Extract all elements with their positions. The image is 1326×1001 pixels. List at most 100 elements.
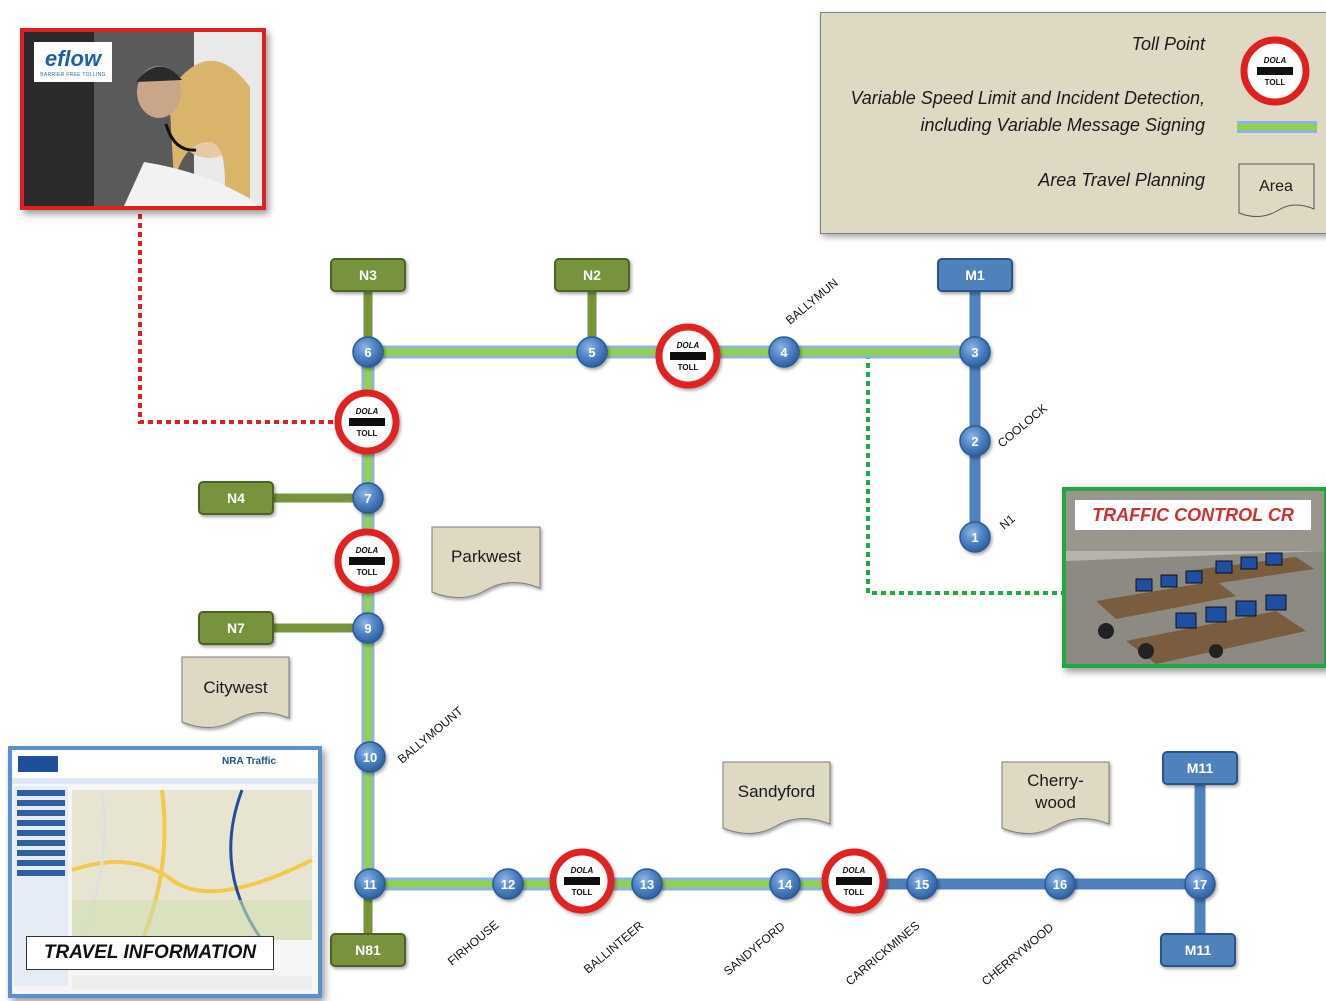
toll-bottom-text: TOLL bbox=[357, 568, 378, 577]
road-shield-n81: N81 bbox=[330, 933, 406, 967]
eflow-call-centre-photo: eflow BARRIER FREE TOLLING bbox=[20, 28, 266, 210]
junction-16: 16 bbox=[1044, 868, 1076, 900]
traffic-control-title: TRAFFIC CONTROL CR bbox=[1074, 499, 1312, 531]
junction-number: 2 bbox=[971, 434, 978, 449]
road-shield-label: M11 bbox=[1185, 942, 1212, 958]
junction-4: 4 bbox=[768, 336, 800, 368]
area-parkwest-label: Parkwest bbox=[451, 547, 521, 566]
place-label-cherrywood: CHERRYWOOD bbox=[979, 920, 1057, 988]
toll-top-text: DOLA bbox=[571, 866, 594, 875]
junction-number: 15 bbox=[915, 877, 929, 892]
toll-bottom-text: TOLL bbox=[678, 363, 699, 372]
junction-number: 3 bbox=[971, 345, 978, 360]
toll-top-text: DOLA bbox=[356, 546, 379, 555]
legend-vsl-label-line1: Variable Speed Limit and Incident Detect… bbox=[850, 88, 1205, 108]
legend-panel: Toll Point Variable Speed Limit and Inci… bbox=[820, 12, 1326, 234]
toll-point-icon: DOLA TOLL bbox=[549, 848, 615, 914]
toll-top-text: DOLA bbox=[356, 407, 379, 416]
place-label-sandyford: SANDYFORD bbox=[721, 919, 788, 978]
junction-2: 2 bbox=[959, 425, 991, 457]
area-cherrywood-label-line2: wood bbox=[1035, 793, 1076, 812]
traffic-control-room-photo: TRAFFIC CONTROL CR bbox=[1062, 487, 1326, 668]
road-shield-n7: N7 bbox=[198, 611, 274, 645]
travel-information-screenshot: NRA Traffic TRAVEL INFORMATION bbox=[8, 746, 322, 998]
junction-3: 3 bbox=[959, 336, 991, 368]
junction-9: 9 bbox=[352, 612, 384, 644]
junction-number: 17 bbox=[1193, 877, 1207, 892]
area-cherrywood bbox=[1001, 761, 1110, 834]
junction-number: 13 bbox=[640, 877, 654, 892]
traffic-control-link-line bbox=[866, 354, 1064, 595]
green-vsl-route-lines bbox=[364, 348, 975, 888]
toll-point-icon: DOLA TOLL bbox=[655, 323, 721, 389]
toll-bottom-text: TOLL bbox=[572, 888, 593, 897]
toll-top-text: DOLA bbox=[843, 866, 866, 875]
road-shield-n3: N3 bbox=[330, 258, 406, 292]
junction-number: 6 bbox=[364, 345, 371, 360]
road-shield-label: N2 bbox=[583, 267, 601, 283]
junction-number: 16 bbox=[1053, 877, 1067, 892]
toll-point-icon: DOLA TOLL bbox=[334, 528, 400, 594]
junction-number: 14 bbox=[778, 877, 793, 892]
place-label-ballymun: BALLYMUN bbox=[783, 276, 841, 328]
road-shield-m11: M11 bbox=[1160, 933, 1236, 967]
toll-point-icon: DOLA TOLL bbox=[821, 848, 887, 914]
junction-number: 5 bbox=[588, 345, 595, 360]
junction-5: 5 bbox=[576, 336, 608, 368]
legend-area-symbol-text: Area bbox=[1259, 178, 1293, 195]
road-shield-label: M1 bbox=[965, 267, 985, 283]
road-shield-n4: N4 bbox=[198, 481, 274, 515]
junction-number: 12 bbox=[501, 877, 515, 892]
junction-number: 7 bbox=[364, 491, 371, 506]
area-sandyford bbox=[722, 761, 831, 834]
legend-toll-point-label: Toll Point bbox=[1131, 34, 1205, 54]
legend-toll-top-text: DOLA bbox=[1264, 56, 1287, 65]
junction-number: 1 bbox=[971, 530, 978, 545]
legend-area-icon: Area bbox=[1238, 163, 1315, 217]
legend-symbols: DOLA TOLL Area bbox=[1237, 36, 1317, 217]
road-shield-label: N4 bbox=[227, 490, 245, 506]
legend-toll-icon: DOLA TOLL bbox=[1240, 36, 1310, 106]
place-label-n1: N1 bbox=[997, 512, 1018, 533]
junction-17: 17 bbox=[1184, 868, 1216, 900]
junction-number: 4 bbox=[780, 345, 788, 360]
eflow-logo: eflow bbox=[34, 42, 112, 82]
place-label-ballinteer: BALLINTEER bbox=[581, 918, 646, 976]
junction-13: 13 bbox=[631, 868, 663, 900]
junction-11: 11 bbox=[354, 868, 386, 900]
junction-7: 7 bbox=[352, 482, 384, 514]
road-shield-label: M11 bbox=[1187, 760, 1214, 776]
junction-6: 6 bbox=[352, 336, 384, 368]
road-shield-label: N81 bbox=[355, 942, 381, 958]
junction-14: 14 bbox=[769, 868, 801, 900]
toll-point-icon: DOLA TOLL bbox=[334, 389, 400, 455]
area-sandyford-label: Sandyford bbox=[737, 782, 816, 801]
junction-15: 15 bbox=[906, 868, 938, 900]
toll-bottom-text: TOLL bbox=[844, 888, 865, 897]
junction-10: 10 bbox=[354, 741, 386, 773]
legend-toll-bottom-text: TOLL bbox=[1265, 78, 1286, 87]
junction-1: 1 bbox=[959, 521, 991, 553]
road-shield-n2: N2 bbox=[554, 258, 630, 292]
area-cherrywood-label-line1: Cherry- bbox=[1027, 771, 1084, 790]
place-label-coolock: COOLOCK bbox=[995, 401, 1050, 450]
place-label-ballymount: BALLYMOUNT bbox=[395, 703, 466, 766]
travel-info-website-illustration bbox=[12, 750, 318, 994]
junction-number: 10 bbox=[363, 750, 377, 765]
toll-top-text: DOLA bbox=[677, 341, 700, 350]
road-shield-label: N3 bbox=[359, 267, 377, 283]
place-label-firhouse: FIRHOUSE bbox=[445, 918, 502, 969]
travel-info-brand: NRA Traffic bbox=[222, 756, 277, 767]
eflow-link-line bbox=[138, 205, 338, 424]
legend-area-travel-label: Area Travel Planning bbox=[1038, 170, 1205, 190]
area-citywest bbox=[181, 656, 290, 728]
area-parkwest bbox=[431, 526, 541, 598]
toll-bottom-text: TOLL bbox=[357, 429, 378, 438]
eflow-tagline: BARRIER FREE TOLLING bbox=[40, 72, 106, 78]
road-shield-m11: M11 bbox=[1162, 751, 1238, 785]
legend-vsl-label-line2: including Variable Message Signing bbox=[920, 115, 1205, 135]
junction-number: 9 bbox=[364, 621, 371, 636]
travel-information-title: TRAVEL INFORMATION bbox=[26, 936, 274, 970]
area-cherrywood-label: Cherry- wood bbox=[1002, 770, 1109, 814]
